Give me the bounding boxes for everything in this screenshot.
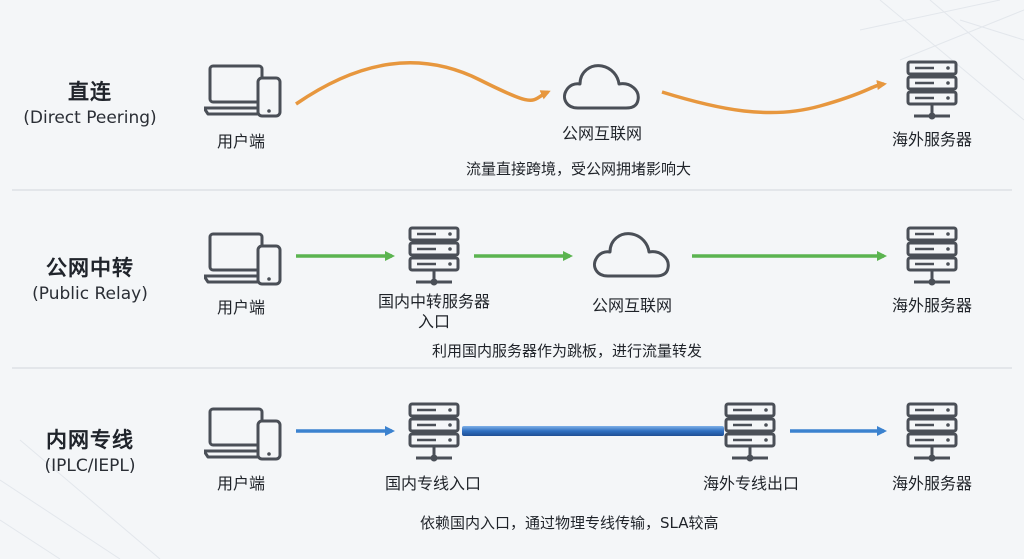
arrow-row1-b (661, 80, 887, 115)
server-icon (906, 60, 958, 120)
row1-node-server: 海外服务器 (891, 130, 972, 149)
arrow-row1-a (295, 61, 551, 106)
row3-note: 依赖国内入口，通过物理专线传输，SLA较高 (420, 514, 719, 532)
row3-node-user: 用户端 (216, 474, 265, 493)
cloud-icon (563, 64, 640, 110)
row2-title: 公网中转 (Public Relay) (0, 252, 180, 304)
row3-node-domestic-entry: 国内专线入口 (384, 474, 481, 493)
row1-title: 直连 (Direct Peering) (0, 76, 180, 128)
dedicated-line-pipe (462, 426, 724, 436)
row3-node-server: 海外服务器 (891, 474, 972, 493)
laptop-phone-icon (204, 407, 282, 461)
row2-node-server: 海外服务器 (891, 296, 972, 315)
row1-note: 流量直接跨境，受公网拥堵影响大 (466, 160, 692, 178)
server-icon (906, 226, 958, 286)
row2-node-internet: 公网互联网 (591, 296, 672, 315)
row3-title-en: (IPLC/IEPL) (44, 456, 136, 476)
row2-title-en: (Public Relay) (32, 284, 148, 304)
row1-title-zh: 直连 (68, 80, 112, 104)
server-icon (408, 402, 460, 462)
server-icon (906, 402, 958, 462)
laptop-phone-icon (204, 64, 282, 118)
row1-node-user: 用户端 (216, 132, 265, 151)
server-icon (408, 226, 460, 286)
row3-title: 内网专线 (IPLC/IEPL) (0, 424, 180, 476)
row2-node-user: 用户端 (216, 298, 265, 317)
row1-node-internet: 公网互联网 (561, 124, 642, 143)
row3-node-overseas-exit: 海外专线出口 (702, 474, 799, 493)
server-icon (724, 402, 776, 462)
row1-title-en: (Direct Peering) (23, 108, 157, 128)
row3-title-zh: 内网专线 (46, 428, 134, 452)
cloud-icon (593, 232, 670, 278)
row2-title-zh: 公网中转 (46, 256, 134, 280)
laptop-phone-icon (204, 232, 282, 286)
row2-node-relay: 国内中转服务器 入口 (377, 292, 490, 331)
row2-note: 利用国内服务器作为跳板，进行流量转发 (432, 342, 703, 360)
